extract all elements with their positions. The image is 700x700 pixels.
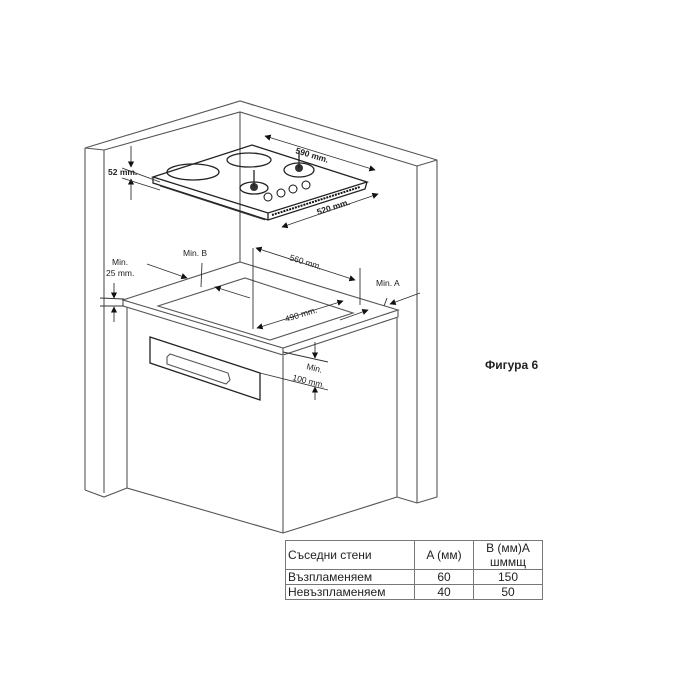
row-label: Невъзпламеняем xyxy=(285,584,415,600)
table-header-row: Съседни стени A (мм) B (мм)A шммщ xyxy=(285,540,543,570)
label-490: 490 mm. xyxy=(284,305,319,324)
label-min-25-line2: 25 mm. xyxy=(106,268,134,278)
drawer-front xyxy=(149,336,261,401)
drawer-handle xyxy=(166,353,231,385)
row-a-value: 60 xyxy=(414,569,474,585)
label-min-25-line1: Min. xyxy=(112,257,128,267)
header-b-line1: B (мм)A xyxy=(486,541,530,555)
figure-caption: Фигура 6 xyxy=(485,358,539,372)
header-a-mm: A (мм) xyxy=(414,540,474,570)
label-52: 52 mm. xyxy=(108,167,137,177)
label-min-a: Min. A xyxy=(376,278,400,288)
label-min-100-line2: 100 mm. xyxy=(292,372,327,390)
label-min-100-line1: Min. xyxy=(306,361,324,375)
table-row: Възпламеняем 60 150 xyxy=(285,569,543,585)
table-row: Невъзпламеняем 40 50 xyxy=(285,584,543,600)
row-b-value: 150 xyxy=(473,569,543,585)
label-590: 590 mm. xyxy=(294,145,329,165)
hob xyxy=(150,144,370,221)
label-min-b: Min. B xyxy=(183,248,207,258)
header-b-line2: шммщ xyxy=(490,555,526,569)
wall-corner xyxy=(84,100,438,504)
row-a-value: 40 xyxy=(414,584,474,600)
cabinet xyxy=(121,261,400,534)
clearance-table: Съседни стени A (мм) B (мм)A шммщ Възпла… xyxy=(285,540,543,600)
header-adjacent-walls: Съседни стени xyxy=(285,540,415,570)
row-b-value: 50 xyxy=(473,584,543,600)
header-b-mm: B (мм)A шммщ xyxy=(473,540,543,570)
row-label: Възпламеняем xyxy=(285,569,415,585)
label-560: 560 mm. xyxy=(288,252,323,271)
